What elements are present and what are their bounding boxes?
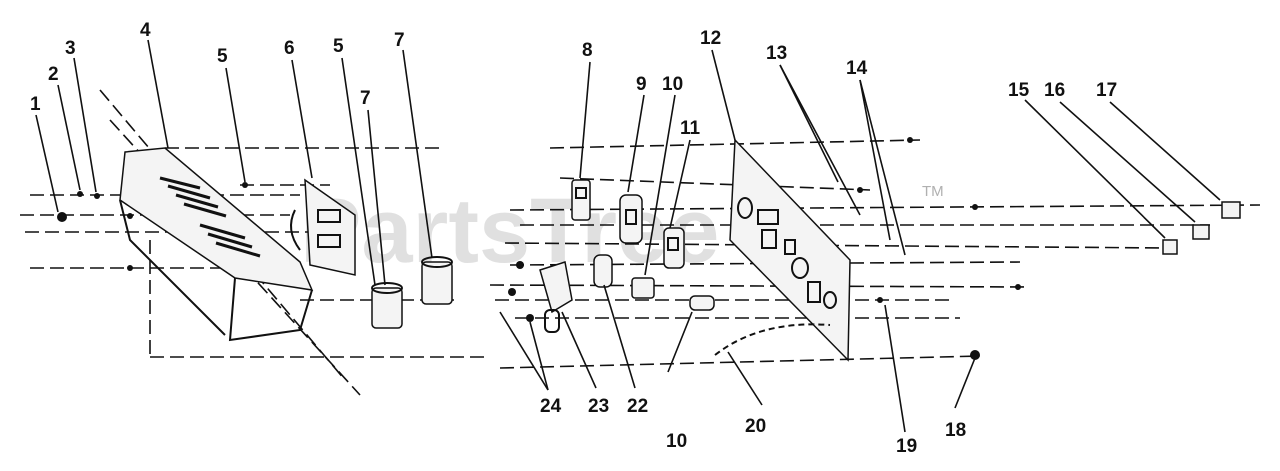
screw [127, 213, 133, 219]
screw [94, 193, 100, 199]
callout-label: 3 [65, 38, 76, 59]
switch [663, 227, 685, 269]
callout-label: 18 [945, 420, 966, 441]
callout-label: 6 [284, 38, 295, 59]
callout-label: 24 [540, 396, 562, 417]
cover-panel [119, 147, 314, 342]
terminal [631, 277, 655, 299]
fuse [689, 295, 715, 311]
watermark-text: PartsTree [300, 180, 719, 282]
centerline [504, 242, 1171, 249]
fuse-holder [593, 254, 613, 288]
callout-label: 7 [394, 30, 405, 51]
callout-label: 10 [666, 431, 687, 452]
callout-label: 14 [846, 58, 868, 79]
callout-label: 2 [48, 64, 59, 85]
callout-label: 7 [360, 88, 371, 109]
screw [857, 187, 863, 193]
callout-label: 13 [766, 43, 787, 64]
terminal-clip [1192, 224, 1210, 240]
nut [970, 350, 980, 360]
screw [972, 204, 978, 210]
centerline [499, 355, 981, 369]
callout-label: 4 [140, 20, 151, 41]
wire-lead [714, 323, 831, 356]
watermark-tm: TM [922, 183, 944, 200]
relay [571, 179, 591, 221]
terminal-bracket [290, 178, 356, 276]
callouts: 1 2 3 4 5 6 5 7 7 8 9 10 11 12 13 14 15 … [30, 20, 1117, 457]
callout-label: 9 [636, 74, 647, 95]
nut [526, 314, 534, 322]
callout-label: 15 [1008, 80, 1030, 101]
capacitor [371, 282, 403, 329]
centerline [559, 177, 871, 191]
screw [907, 137, 913, 143]
callout-label: 5 [217, 46, 228, 67]
callout-label: 5 [333, 36, 344, 57]
callout-label: 20 [745, 416, 766, 437]
screw [1015, 284, 1021, 290]
washer [77, 191, 83, 197]
relay-bracket [539, 261, 573, 333]
terminal-clip [1162, 239, 1178, 255]
nut [516, 261, 524, 269]
callout-label: 16 [1044, 80, 1065, 101]
capacitor [421, 256, 453, 305]
callout-label: 12 [700, 28, 721, 49]
nut [508, 288, 516, 296]
screw [127, 265, 133, 271]
switch [619, 194, 643, 244]
leader-lines [35, 39, 1221, 433]
callout-label: 10 [662, 74, 683, 95]
cover-vent-slots [159, 176, 261, 258]
callout-label: 11 [680, 118, 701, 139]
screw [242, 182, 248, 188]
watermark: PartsTree TM [300, 180, 944, 282]
callout-label: 23 [588, 396, 609, 417]
callout-label: 1 [30, 94, 41, 115]
terminal-clip [1221, 201, 1241, 219]
left-assembly [20, 89, 490, 396]
callout-label: 17 [1096, 80, 1117, 101]
callout-label: 19 [896, 436, 917, 457]
chassis-plate [729, 138, 851, 362]
right-assembly [489, 137, 1261, 369]
callout-label: 22 [627, 396, 648, 417]
callout-label: 8 [582, 40, 593, 61]
screw [877, 297, 883, 303]
centerline [489, 284, 1031, 288]
nut [57, 212, 67, 222]
